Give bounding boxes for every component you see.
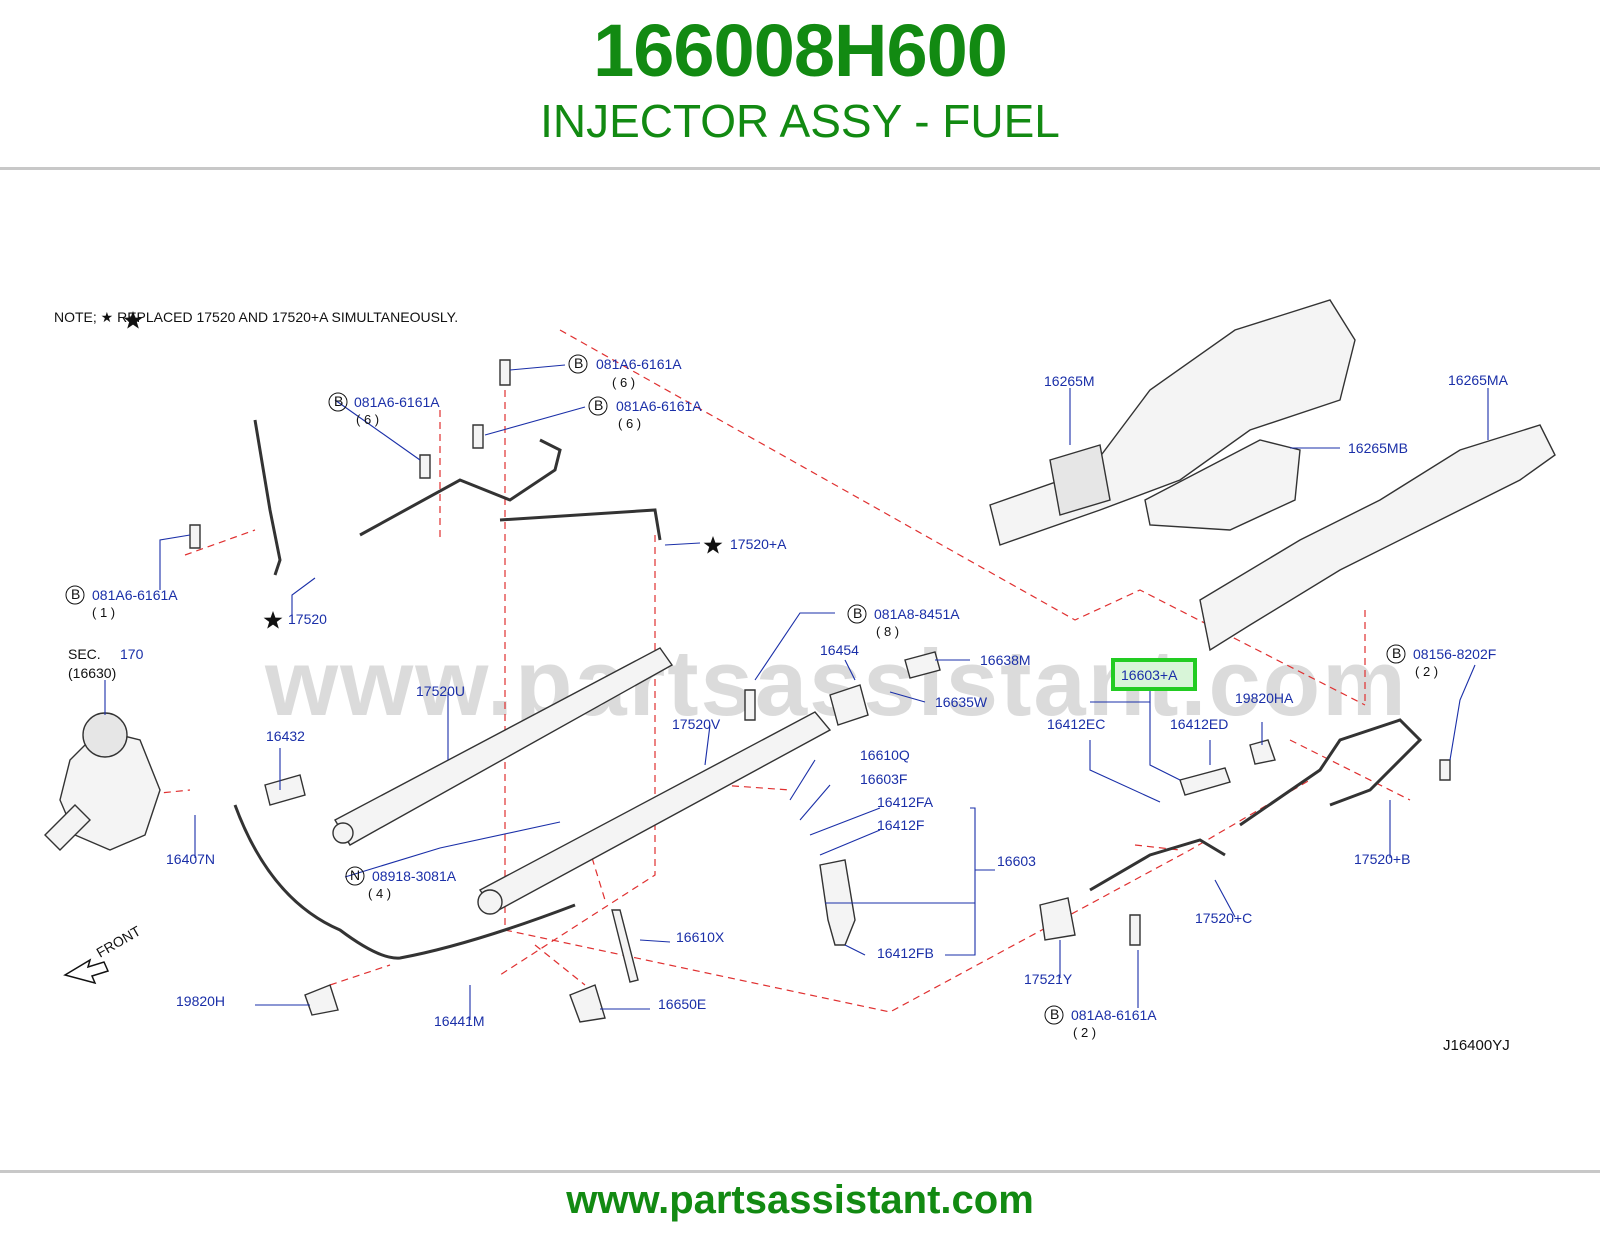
section-ref-sub: (16630): [68, 665, 116, 681]
part-labels: 16265M 16265MA 16265MB 17520+A 17520 175…: [166, 372, 1509, 1029]
callout-qty: ( 4 ): [368, 886, 391, 901]
part-label: 16650E: [658, 996, 706, 1012]
part-label: 16441M: [434, 1013, 485, 1029]
callout-number: 081A6-6161A: [616, 398, 702, 414]
part-label: 19820H: [176, 993, 225, 1009]
svg-text:N: N: [350, 867, 360, 883]
part-label: 16412EC: [1047, 716, 1105, 732]
part-label: 16265MA: [1448, 372, 1509, 388]
callout-number: 08918-3081A: [372, 868, 457, 884]
part-label: 16638M: [980, 652, 1031, 668]
callout-number: 081A6-6161A: [354, 394, 440, 410]
part-label: 17520+A: [730, 536, 787, 552]
star-icon: [703, 536, 723, 554]
part-label: 17520V: [672, 716, 721, 732]
part-label: 16610Q: [860, 747, 910, 763]
top-divider: [0, 167, 1600, 170]
svg-text:FRONT: FRONT: [94, 922, 144, 960]
callout-number: 081A8-6161A: [1071, 1007, 1157, 1023]
drawing-code: J16400YJ: [1443, 1037, 1510, 1054]
part-shapes: [44, 299, 1556, 1023]
front-direction-indicator: FRONT: [63, 922, 144, 985]
part-label: 16265MB: [1348, 440, 1408, 456]
part-label: 17520U: [416, 683, 465, 699]
replacement-star-markers: [123, 311, 723, 629]
callout-qty: ( 6 ): [356, 412, 379, 427]
part-label: 17520+B: [1354, 851, 1410, 867]
callout-labels: 081A6-6161A ( 6 ) 081A6-6161A ( 6 ) 081A…: [92, 356, 1496, 1040]
replacement-note: NOTE; ★ REPLACED 17520 AND 17520+A SIMUL…: [54, 309, 458, 325]
callout-number: 081A8-8451A: [874, 606, 960, 622]
svg-text:B: B: [853, 605, 862, 621]
callout-qty: ( 2 ): [1415, 664, 1438, 679]
svg-text:B: B: [594, 397, 603, 413]
star-icon: [123, 311, 143, 329]
callout-qty: ( 6 ): [618, 416, 641, 431]
callout-number: 081A6-6161A: [596, 356, 682, 372]
part-label: 16603: [997, 853, 1036, 869]
part-label: 16412FB: [877, 945, 934, 961]
bottom-divider: [0, 1170, 1600, 1173]
svg-text:B: B: [1392, 645, 1401, 661]
part-label: 17520+C: [1195, 910, 1252, 926]
callout-qty: ( 1 ): [92, 605, 115, 620]
part-label: 17520: [288, 611, 327, 627]
part-label: 16603F: [860, 771, 907, 787]
part-label: 16412FA: [877, 794, 934, 810]
front-arrow-icon: [63, 958, 110, 985]
exploded-parts-diagram: www.partsassistant.com NOTE; ★ REPLACED …: [44, 299, 1556, 1054]
callout-qty: ( 6 ): [612, 375, 635, 390]
callout-qty: ( 2 ): [1073, 1025, 1096, 1040]
part-name-subtitle: INJECTOR ASSY - FUEL: [540, 95, 1060, 147]
part-label: 16407N: [166, 851, 215, 867]
part-label: 19820HA: [1235, 690, 1294, 706]
part-label: 17521Y: [1024, 971, 1073, 987]
callout-number: 08156-8202F: [1413, 646, 1496, 662]
highlighted-part-label: 16603+A: [1121, 667, 1178, 683]
part-label: 16265M: [1044, 373, 1095, 389]
svg-text:B: B: [1050, 1006, 1059, 1022]
svg-text:B: B: [574, 355, 583, 371]
part-label: 16412F: [877, 817, 924, 833]
section-ref-label: SEC.: [68, 646, 101, 662]
footer-url-link[interactable]: www.partsassistant.com: [566, 1178, 1034, 1222]
part-label: 16454: [820, 642, 859, 658]
part-label: 16412ED: [1170, 716, 1228, 732]
leader-lines: [104, 364, 1489, 1020]
part-number-title: 166008H600: [593, 9, 1008, 92]
part-label: 16635W: [935, 694, 988, 710]
callout-qty: ( 8 ): [876, 624, 899, 639]
svg-text:B: B: [71, 586, 80, 602]
part-label: 16432: [266, 728, 305, 744]
callout-letters: B B B B B B N B: [65, 354, 1406, 1025]
highlighted-part-box[interactable]: [1111, 658, 1197, 691]
part-label: 16610X: [676, 929, 725, 945]
section-ref-number: 170: [120, 646, 144, 662]
star-icon: [263, 611, 283, 629]
svg-text:B: B: [334, 393, 343, 409]
watermark: www.partsassistant.com: [264, 630, 1408, 735]
callout-number: 081A6-6161A: [92, 587, 178, 603]
